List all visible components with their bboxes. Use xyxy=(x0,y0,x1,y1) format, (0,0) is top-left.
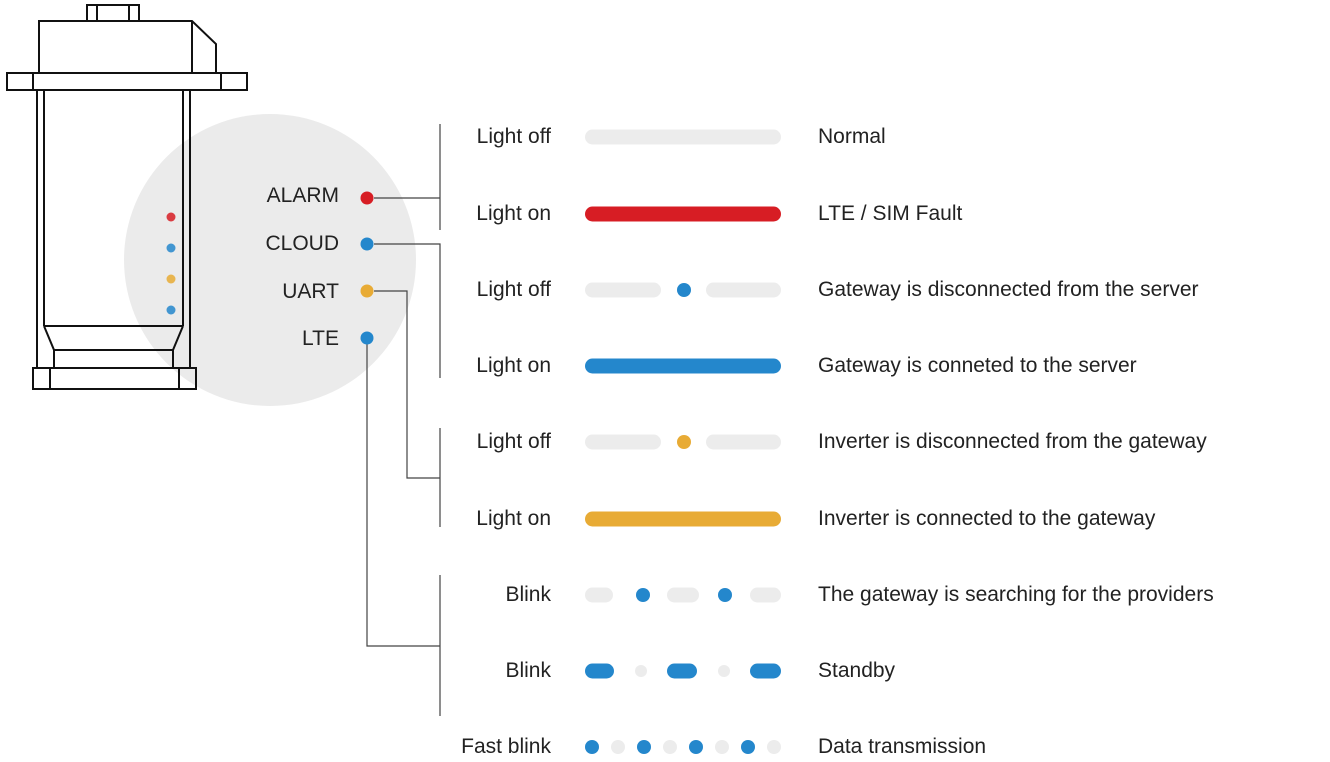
led-label-cloud: CLOUD xyxy=(265,232,339,255)
pattern-off-dot xyxy=(635,665,647,677)
led-label-lte: LTE xyxy=(302,327,339,350)
pattern-on-bar xyxy=(585,206,781,222)
pattern-dot xyxy=(718,588,732,602)
gateway-device-outline xyxy=(6,4,248,390)
device-connector xyxy=(86,4,140,22)
pattern-on-bar xyxy=(585,358,781,374)
pattern-off-segment xyxy=(667,587,699,603)
state-description: LTE / SIM Fault xyxy=(818,202,963,225)
pattern-dot xyxy=(636,588,650,602)
state-description: The gateway is searching for the provide… xyxy=(818,583,1214,606)
state-label: Light off xyxy=(476,125,551,148)
pattern-on-bar xyxy=(585,511,781,527)
state-label: Light on xyxy=(476,202,551,225)
connector-line-cloud xyxy=(374,243,441,378)
state-description: Inverter is disconnected from the gatewa… xyxy=(818,430,1207,453)
device-base xyxy=(32,367,197,390)
pattern-off-segment xyxy=(585,587,613,603)
pattern-on-dot xyxy=(689,740,703,754)
device-led-uart xyxy=(166,274,176,284)
pattern-on-segment xyxy=(667,663,697,679)
device-led-cloud xyxy=(166,243,176,253)
state-description: Inverter is connected to the gateway xyxy=(818,507,1156,530)
device-flange xyxy=(6,72,248,91)
pattern-dot xyxy=(677,283,691,297)
device-led-lte xyxy=(166,305,176,315)
led-dot-alarm xyxy=(360,191,374,205)
pattern-off-segment xyxy=(585,434,661,450)
pattern-off-segment xyxy=(706,434,781,450)
pattern-off-dot xyxy=(767,740,781,754)
connector-line-lte xyxy=(366,338,441,716)
state-label: Light off xyxy=(476,278,551,301)
pattern-off-dot xyxy=(715,740,729,754)
led-dot-lte xyxy=(360,331,374,345)
pattern-off-dot xyxy=(611,740,625,754)
led-dot-cloud xyxy=(360,237,374,251)
state-label: Blink xyxy=(505,659,551,682)
state-label: Blink xyxy=(505,583,551,606)
pattern-off-segment xyxy=(585,282,661,298)
pattern-off-bar xyxy=(585,129,781,145)
pattern-on-dot xyxy=(637,740,651,754)
state-description: Gateway is disconnected from the server xyxy=(818,278,1199,301)
state-description: Standby xyxy=(818,659,896,682)
highlight-circle xyxy=(124,114,416,406)
state-description: Normal xyxy=(818,125,886,148)
state-description: Gateway is conneted to the server xyxy=(818,354,1137,377)
pattern-off-dot xyxy=(663,740,677,754)
pattern-on-segment xyxy=(750,663,781,679)
pattern-on-dot xyxy=(585,740,599,754)
state-label: Light off xyxy=(476,430,551,453)
state-label: Light on xyxy=(476,507,551,530)
pattern-off-segment xyxy=(750,587,781,603)
pattern-on-segment xyxy=(585,663,614,679)
device-top-cap xyxy=(38,20,217,74)
device-led-alarm xyxy=(166,212,176,222)
led-label-alarm: ALARM xyxy=(266,184,339,207)
connector-line-alarm xyxy=(374,124,441,230)
connector-line-uart xyxy=(374,290,441,527)
pattern-off-segment xyxy=(706,282,781,298)
led-label-uart: UART xyxy=(282,280,339,303)
state-label: Light on xyxy=(476,354,551,377)
pattern-on-dot xyxy=(741,740,755,754)
state-description: Data transmission xyxy=(818,735,987,758)
state-label: Fast blink xyxy=(461,735,551,758)
pattern-off-dot xyxy=(718,665,730,677)
led-dot-uart xyxy=(360,284,374,298)
pattern-dot xyxy=(677,435,691,449)
